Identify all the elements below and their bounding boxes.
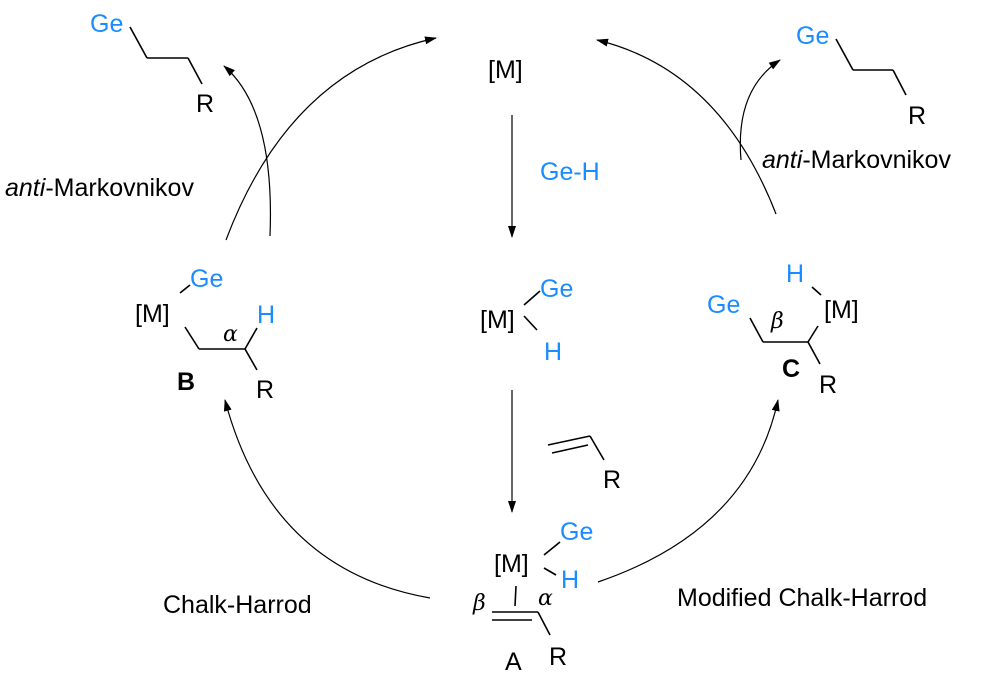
alpha-label: α <box>223 322 238 347</box>
h-label: H <box>544 338 562 366</box>
selectivity-left: anti-Markovnikov <box>5 174 194 202</box>
arc-A-to-C <box>597 399 780 583</box>
arc-A-to-B <box>223 399 431 599</box>
intermediate-A: [M] Ge H β α R A <box>472 518 593 676</box>
arc-release-right <box>739 59 781 161</box>
intermediate-B: [M] Ge H α R B <box>135 265 275 404</box>
ge-label: Ge <box>796 22 829 50</box>
metal-label: [M] <box>135 300 170 328</box>
alpha-label: α <box>538 586 553 611</box>
pathway-chalk-harrod: Chalk-Harrod <box>163 591 312 619</box>
ge-label: Ge <box>707 291 740 319</box>
compound-label: A <box>505 648 522 676</box>
intermediate-m-ge-h: [M] Ge H <box>480 275 573 366</box>
beta-label: β <box>770 309 784 334</box>
ge-label: Ge <box>90 10 123 38</box>
ge-label: Ge <box>560 518 593 546</box>
reagent-ge-h: Ge-H <box>540 158 600 186</box>
product-right: Ge R <box>796 22 926 130</box>
intermediate-C: Ge H [M] β C R <box>707 260 859 399</box>
arc-B-to-M <box>225 36 437 241</box>
r-label: R <box>549 643 567 671</box>
ge-label: Ge <box>540 275 573 303</box>
r-label: R <box>908 102 926 130</box>
alkene-reagent: R <box>547 435 621 494</box>
r-label: R <box>196 90 214 118</box>
arc-C-to-M <box>596 38 777 215</box>
h-label: H <box>561 566 579 594</box>
selectivity-right: anti-Markovnikov <box>762 146 951 174</box>
r-label: R <box>256 376 274 404</box>
h-label: H <box>257 301 275 329</box>
compound-label: C <box>782 355 800 383</box>
pathway-modified-chalk-harrod: Modified Chalk-Harrod <box>677 584 927 612</box>
beta-label: β <box>472 591 486 616</box>
r-label: R <box>819 371 837 399</box>
metal-label: [M] <box>480 306 515 334</box>
product-left: Ge R <box>90 10 214 118</box>
metal-label: [M] <box>824 296 859 324</box>
h-label: H <box>786 260 804 288</box>
ge-label: Ge <box>190 265 223 293</box>
compound-label: B <box>177 368 195 396</box>
arc-release-left <box>223 65 272 237</box>
metal-label: [M] <box>494 550 529 578</box>
r-label: R <box>603 466 621 494</box>
catalyst-label: [M] <box>488 56 523 84</box>
